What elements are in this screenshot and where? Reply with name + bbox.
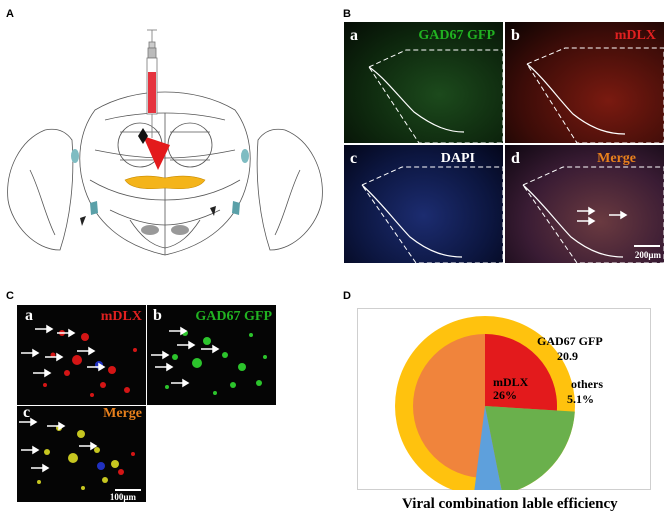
b-sub-a-stain: GAD67 GFP	[418, 28, 495, 43]
b-sub-d-stain: Merge	[597, 151, 636, 166]
label-mdlx: mDLX	[493, 375, 529, 389]
value-gad67-gfp: 20.9	[557, 349, 578, 363]
panel-label-d: D	[343, 290, 351, 302]
c-sub-c-letter: c	[23, 406, 31, 421]
c-sub-b-letter: b	[153, 307, 162, 324]
panel-label-c: C	[6, 290, 14, 302]
micrograph-c-b: b GAD67 GFP	[147, 305, 276, 405]
b-sub-c-stain: DAPI	[440, 151, 475, 166]
b-sub-a-letter: a	[350, 27, 358, 44]
micrograph-b-c: c DAPI	[344, 145, 503, 263]
b-sub-c-letter: c	[350, 150, 358, 167]
b-sub-b-stain: mDLX	[614, 28, 656, 43]
c-sub-a-stain: mDLX	[100, 309, 142, 324]
b-scale-bar-label: 200μm	[634, 250, 661, 260]
micrograph-c-a: a mDLX	[17, 305, 146, 405]
b-sub-d-letter: d	[511, 150, 520, 167]
slice-gad67-gfp	[485, 406, 575, 490]
label-others: others	[571, 377, 603, 391]
slice-others	[474, 406, 502, 490]
c-sub-a-letter: a	[25, 307, 33, 324]
brain-schematic	[7, 29, 323, 256]
micrograph-b-d: d Merge 200μm	[505, 145, 664, 263]
micrograph-c-c: c Merge 100μm	[17, 406, 146, 502]
panel-label-a: A	[6, 8, 14, 20]
micrograph-b-b: b mDLX	[505, 22, 664, 143]
b-sub-b-letter: b	[511, 27, 520, 44]
slice-mdlx	[485, 334, 557, 411]
value-mdlx: 26%	[493, 388, 517, 402]
c-scale-bar-label: 100μm	[109, 492, 136, 502]
c-sub-c-stain: Merge	[103, 406, 142, 421]
micrograph-b-a: a GAD67 GFP	[344, 22, 503, 143]
chart-caption: Viral combination lable efficiency	[402, 496, 618, 512]
c-sub-b-stain: GAD67 GFP	[195, 309, 272, 324]
label-gad67-gfp: GAD67 GFP	[537, 334, 603, 348]
value-others: 5.1%	[567, 392, 594, 406]
panel-label-b: B	[343, 8, 351, 20]
